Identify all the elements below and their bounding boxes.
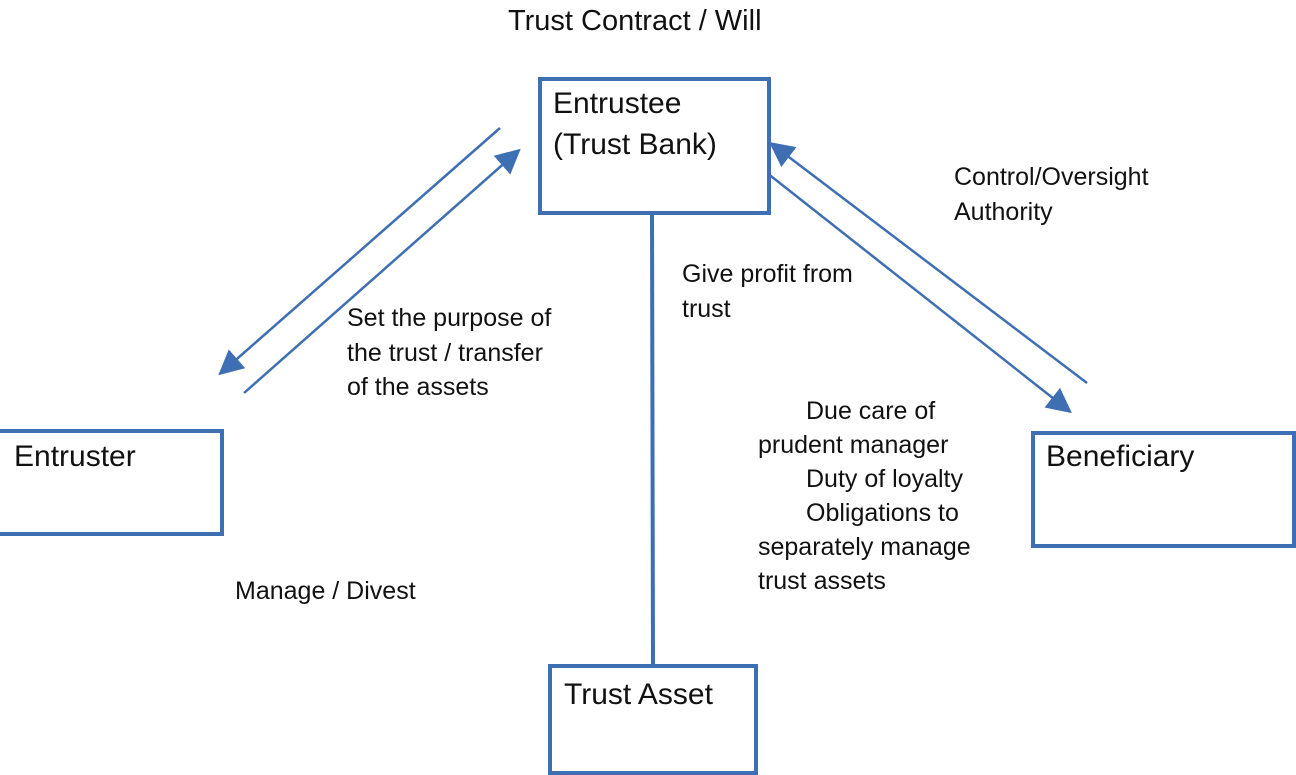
trust-asset-label: Trust Asset	[564, 678, 713, 711]
give-profit-label-line2: trust	[682, 295, 731, 323]
entruster-box	[0, 429, 224, 536]
entrustee-box	[538, 77, 771, 215]
duties-label-line6: trust assets	[758, 567, 886, 595]
beneficiary-box	[1031, 431, 1296, 548]
set-purpose-label-line1: Set the purpose of	[347, 304, 552, 332]
set-purpose-label-line2: the trust / transfer	[347, 339, 543, 367]
trust-asset-box	[548, 664, 758, 775]
manage-divest-label: Manage / Divest	[235, 577, 416, 605]
duties-label-line3: Duty of loyalty	[806, 465, 964, 493]
duties-label-line1: Due care of	[806, 397, 936, 425]
entruster-label: Entruster	[14, 440, 136, 473]
duties-label-line5: separately manage	[758, 533, 971, 561]
set-purpose-label-line3: of the assets	[347, 373, 489, 401]
diagram-title: Trust Contract / Will	[508, 5, 762, 37]
control-label-line1: Control/Oversight	[954, 163, 1149, 191]
control-label-line2: Authority	[954, 198, 1053, 226]
duties-label-line2: prudent manager	[758, 431, 949, 459]
arrow-entrustee-to-entruster	[218, 127, 501, 376]
entrustee-label-line1: Entrustee	[553, 87, 682, 120]
arrow-beneficiary-to-entrustee	[769, 141, 1088, 384]
arrow-entrustee-to-beneficiary	[766, 172, 1072, 414]
entrustee-label-line2: (Trust Bank)	[553, 128, 717, 161]
beneficiary-label: Beneficiary	[1046, 440, 1195, 473]
arrow-entruster-to-entrustee	[243, 148, 521, 394]
duties-label-line4: Obligations to	[806, 499, 959, 527]
give-profit-label-line1: Give profit from	[682, 260, 853, 288]
line-entrustee-to-trust-asset	[650, 214, 655, 665]
